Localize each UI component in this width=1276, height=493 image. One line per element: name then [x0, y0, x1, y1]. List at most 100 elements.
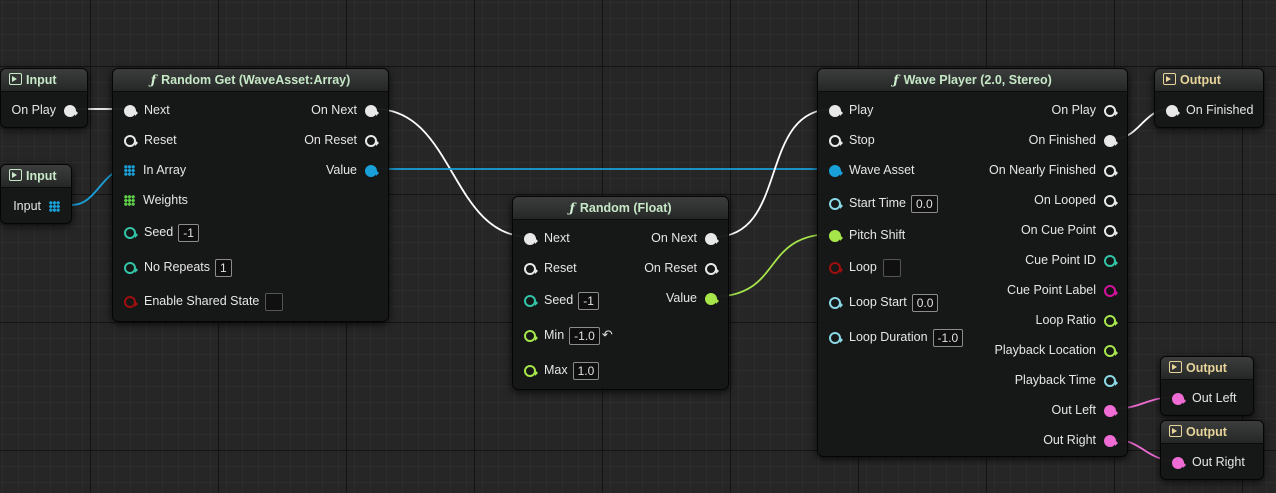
audio-pin-out-right[interactable]	[1172, 456, 1186, 469]
pin-row-on-looped-out[interactable]: On Looped	[1034, 189, 1118, 211]
input-node-on-play[interactable]: Input On Play	[0, 68, 88, 128]
pin-row-out-left-in[interactable]: Out Left	[1172, 387, 1236, 409]
seed-value-field[interactable]: -1	[178, 223, 199, 242]
pin-row-enable-shared-state[interactable]: Enable Shared State	[124, 290, 284, 312]
int-pin-no-repeats[interactable]	[124, 261, 138, 274]
exec-pin-on-play[interactable]	[64, 104, 78, 117]
pin-row-loop-duration[interactable]: Loop Duration-1.0	[829, 326, 964, 348]
pin-row-playback-location-out[interactable]: Playback Location	[995, 339, 1118, 361]
exec-pin-on-next[interactable]	[365, 104, 379, 117]
pin-row-input-array-out[interactable]: Input	[13, 195, 60, 217]
audio-pin-out-left[interactable]	[1104, 404, 1118, 417]
max-value-field[interactable]: 1.0	[572, 361, 600, 380]
pin-row-reset[interactable]: Reset	[524, 257, 577, 279]
no-repeats-value-field[interactable]: 1	[215, 258, 232, 277]
float-pin-max[interactable]	[524, 364, 538, 377]
float-pin-value[interactable]	[705, 292, 719, 305]
pin-row-seed[interactable]: Seed-1	[524, 289, 599, 311]
pin-row-cue-point-id-out[interactable]: Cue Point ID	[1025, 249, 1118, 271]
output-node-on-finished[interactable]: Output On Finished	[1154, 68, 1264, 128]
array-pin-in-array[interactable]	[124, 165, 135, 177]
output-node-out-left[interactable]: Output Out Left	[1160, 356, 1254, 416]
pin-row-out-right-in[interactable]: Out Right	[1172, 451, 1245, 473]
int-pin-seed[interactable]	[524, 294, 538, 307]
time-pin-loop-start[interactable]	[829, 296, 843, 309]
string-pin-cue-point-label[interactable]	[1104, 284, 1118, 297]
reset-to-default-icon[interactable]: ↶	[601, 327, 613, 342]
input-node-array[interactable]: Input Input	[0, 164, 72, 224]
object-pin-wave-asset[interactable]	[829, 164, 843, 177]
pin-row-value-out[interactable]: Value	[326, 159, 379, 181]
exec-pin-on-looped[interactable]	[1104, 194, 1118, 207]
pin-row-stop[interactable]: Stop	[829, 129, 875, 151]
object-pin-value[interactable]	[365, 164, 379, 177]
exec-pin-play[interactable]	[829, 104, 843, 117]
pin-row-value-out[interactable]: Value	[666, 287, 719, 309]
float-pin-playback-location[interactable]	[1104, 344, 1118, 357]
bool-pin-enable-shared-state[interactable]	[124, 295, 138, 308]
loop-start-value-field[interactable]: 0.0	[911, 293, 939, 312]
loop-checkbox[interactable]	[882, 258, 901, 277]
pin-row-playback-time-out[interactable]: Playback Time	[1015, 369, 1118, 391]
bool-pin-loop[interactable]	[829, 261, 843, 274]
pin-row-on-cue-point-out[interactable]: On Cue Point	[1021, 219, 1118, 241]
pin-row-weights[interactable]: Weights	[124, 189, 188, 211]
audio-pin-out-left[interactable]	[1172, 392, 1186, 405]
seed-value-field[interactable]: -1	[578, 291, 599, 310]
pin-row-reset[interactable]: Reset	[124, 129, 177, 151]
pin-row-in-array[interactable]: In Array	[124, 159, 186, 181]
loop-duration-value-field[interactable]: -1.0	[932, 328, 964, 347]
exec-pin-on-next[interactable]	[705, 232, 719, 245]
int-pin-cue-point-id[interactable]	[1104, 254, 1118, 267]
output-node-out-right[interactable]: Output Out Right	[1160, 420, 1264, 480]
pin-row-seed[interactable]: Seed-1	[124, 221, 199, 243]
wire-random-float-value-to-pitch-shift[interactable]	[710, 233, 834, 298]
pin-row-pitch-shift[interactable]: Pitch Shift	[829, 224, 905, 246]
exec-pin-stop[interactable]	[829, 134, 843, 147]
float-pin-loop-ratio[interactable]	[1104, 314, 1118, 327]
pin-row-out-left[interactable]: Out Left	[1052, 399, 1118, 421]
pin-row-min[interactable]: Min-1.0↶	[524, 324, 613, 346]
audio-pin-out-right[interactable]	[1104, 434, 1118, 447]
exec-pin-reset[interactable]	[124, 134, 138, 147]
int-pin-seed[interactable]	[124, 226, 138, 239]
exec-pin-on-play[interactable]	[1104, 104, 1118, 117]
pin-row-out-right[interactable]: Out Right	[1043, 429, 1118, 451]
exec-pin-on-finished[interactable]	[1166, 104, 1180, 117]
pin-row-on-nearly-finished-out[interactable]: On Nearly Finished	[989, 159, 1118, 181]
exec-pin-on-reset[interactable]	[705, 262, 719, 275]
exec-pin-on-cue-point[interactable]	[1104, 224, 1118, 237]
exec-pin-on-nearly-finished[interactable]	[1104, 164, 1118, 177]
min-value-field[interactable]: -1.0	[569, 326, 600, 345]
pin-row-next[interactable]: Next	[124, 99, 170, 121]
float-pin-pitch-shift[interactable]	[829, 229, 843, 242]
pin-row-on-play-out[interactable]: On Play	[12, 99, 78, 121]
exec-pin-next[interactable]	[524, 232, 538, 245]
pin-row-on-reset-out[interactable]: On Reset	[644, 257, 719, 279]
pin-row-loop-ratio-out[interactable]: Loop Ratio	[1036, 309, 1118, 331]
pin-row-loop[interactable]: Loop	[829, 256, 901, 278]
pin-row-on-finished-in[interactable]: On Finished	[1166, 99, 1253, 121]
exec-pin-on-reset[interactable]	[365, 134, 379, 147]
pin-row-on-reset-out[interactable]: On Reset	[304, 129, 379, 151]
wire-random-float-on-next-to-play[interactable]	[713, 108, 834, 238]
pin-row-on-play-out[interactable]: On Play	[1052, 99, 1118, 121]
time-pin-start-time[interactable]	[829, 197, 843, 210]
pin-row-on-next-out[interactable]: On Next	[311, 99, 379, 121]
start-time-value-field[interactable]: 0.0	[910, 194, 938, 213]
wire-random-get-on-next-to-random-float-next[interactable]	[374, 108, 531, 238]
pin-row-next[interactable]: Next	[524, 227, 570, 249]
pin-row-cue-point-label-out[interactable]: Cue Point Label	[1007, 279, 1118, 301]
exec-pin-on-finished[interactable]	[1104, 134, 1118, 147]
array-pin-input[interactable]	[49, 201, 60, 213]
pin-row-play[interactable]: Play	[829, 99, 873, 121]
float-pin-min[interactable]	[524, 329, 538, 342]
pin-row-on-next-out[interactable]: On Next	[651, 227, 719, 249]
pin-row-on-finished-out[interactable]: On Finished	[1029, 129, 1118, 151]
